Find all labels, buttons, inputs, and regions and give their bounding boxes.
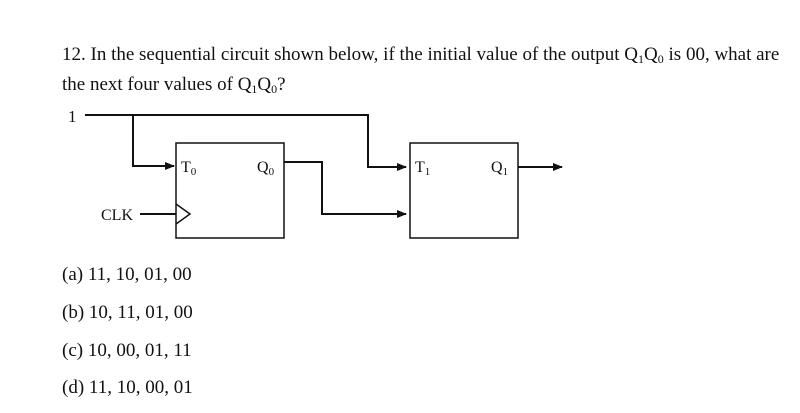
- subscript: 1: [638, 52, 645, 66]
- option-b[interactable]: (b) 10, 11, 01, 00: [62, 302, 193, 324]
- input-label: 1: [68, 107, 77, 126]
- option-value: 10, 11, 01, 00: [88, 302, 193, 323]
- option-label: (a): [62, 264, 84, 285]
- subscript: 1: [251, 82, 258, 96]
- question-part: In the sequential circuit shown below, i…: [90, 44, 639, 65]
- wire-q0-to-ff1: [284, 161, 407, 218]
- flip-flop-0: [175, 142, 285, 239]
- option-label: (d): [62, 377, 85, 398]
- question-part: is 00, what are the next four values of …: [62, 44, 780, 95]
- question-part: Q: [257, 74, 272, 95]
- option-value: 11, 10, 00, 01: [88, 377, 193, 398]
- option-a[interactable]: (a) 11, 10, 01, 00: [62, 264, 192, 286]
- option-d[interactable]: (d) 11, 10, 00, 01: [62, 377, 193, 399]
- question-part: ?: [277, 74, 286, 95]
- clk-label: CLK: [101, 207, 133, 224]
- subscript: 0: [657, 52, 664, 66]
- option-label: (c): [62, 340, 84, 361]
- flip-flop-1: [409, 142, 519, 239]
- ff0-output-label: Q0: [257, 159, 275, 178]
- option-value: 10, 00, 01, 11: [87, 340, 192, 361]
- question-part: Q: [644, 44, 658, 65]
- ff1-input-label: T1: [415, 159, 430, 178]
- ff0-input-label: T0: [181, 159, 197, 178]
- option-label: (b): [62, 302, 85, 323]
- wire-input-to-t1: [85, 114, 407, 171]
- wire-input-to-t0: [132, 115, 175, 170]
- option-value: 11, 10, 01, 00: [87, 264, 192, 285]
- question-text: 12. In the sequential circuit shown belo…: [62, 42, 787, 102]
- subscript: 0: [271, 82, 278, 96]
- clock-triangle-icon: [175, 203, 192, 225]
- question-number: 12.: [62, 44, 86, 65]
- ff1-output-label: Q1: [491, 159, 508, 178]
- option-c[interactable]: (c) 10, 00, 01, 11: [62, 340, 192, 362]
